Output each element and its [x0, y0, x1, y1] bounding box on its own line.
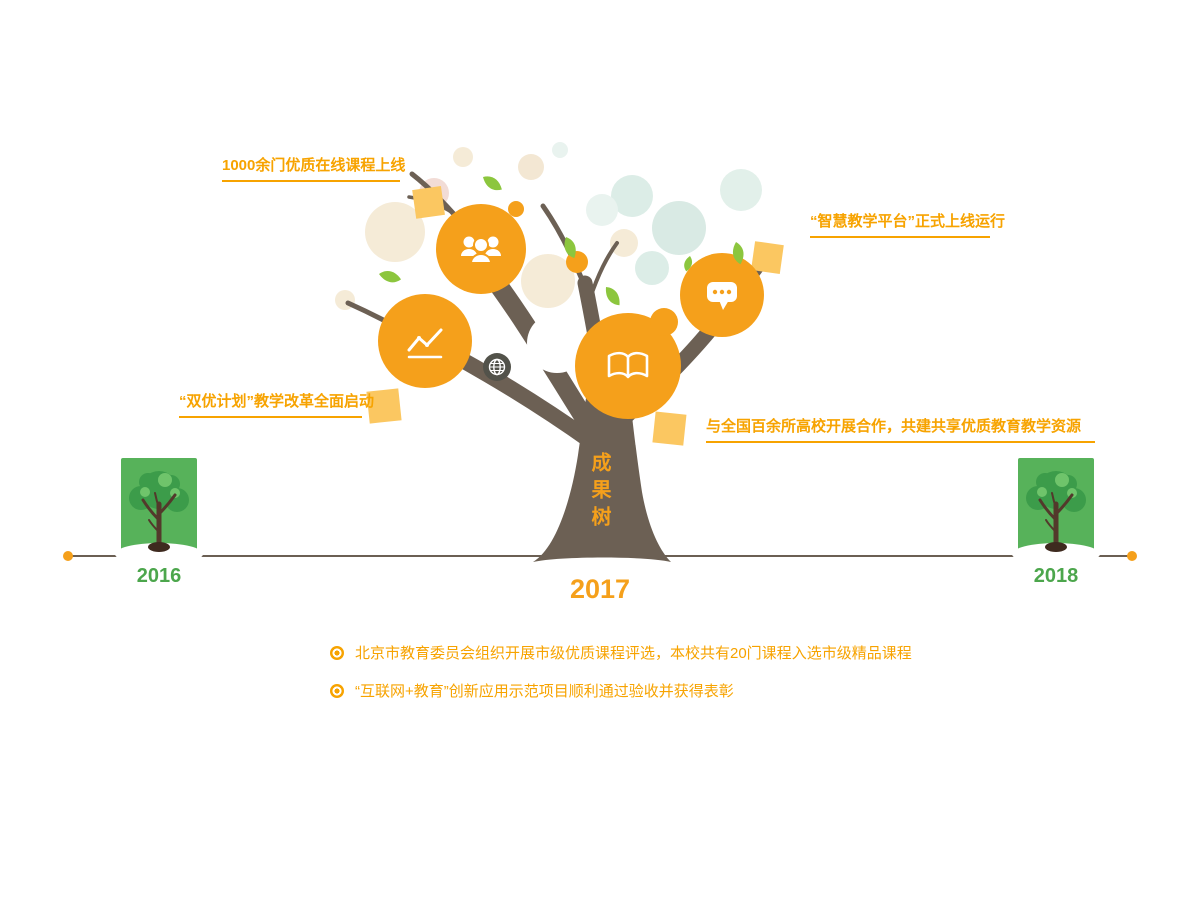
mini-tree-2018 — [1012, 458, 1100, 565]
leaves — [379, 176, 744, 306]
small-orange-circle — [508, 201, 524, 217]
leaf-icon — [564, 237, 576, 259]
bubble — [720, 169, 762, 211]
globe-icon — [488, 358, 506, 376]
bullet-list: 北京市教育委员会组织开展市级优质课程评选，本校共有20门课程入选市级精品课程 “… — [330, 642, 912, 718]
timeline-dot-right-icon — [1127, 551, 1137, 561]
chat-icon — [707, 282, 737, 310]
label-top-left-text: 1000余门优质在线课程上线 — [222, 157, 406, 174]
label-mid-right: 与全国百余所高校开展合作，共建共享优质教育教学资源 — [706, 418, 1095, 443]
bullet-text: 北京市教育委员会组织开展市级优质课程评选，本校共有20门课程入选市级精品课程 — [355, 645, 912, 662]
small-orange-circle — [650, 308, 678, 336]
note-squares — [366, 186, 784, 446]
leaf-icon — [379, 271, 402, 283]
note-square — [366, 388, 402, 424]
target-dot-icon — [330, 683, 344, 698]
bullet-item: 北京市教育委员会组织开展市级优质课程评选，本校共有20门课程入选市级精品课程 — [330, 642, 912, 663]
timeline-dot-left-icon — [63, 551, 73, 561]
bubble — [365, 202, 425, 262]
leaf-icon — [732, 242, 744, 265]
bubble — [611, 175, 653, 217]
people-icon — [461, 236, 501, 264]
bubble — [453, 147, 473, 167]
label-mid-right-text: 与全国百余所高校开展合作，共建共享优质教育教学资源 — [706, 418, 1082, 435]
leaf-icon — [684, 256, 693, 272]
target-dot-icon — [330, 645, 344, 660]
note-square — [751, 241, 784, 274]
note-square — [412, 186, 445, 219]
year-2016: 2016 — [136, 565, 182, 587]
label-top-left: 1000余门优质在线课程上线 — [222, 157, 405, 182]
label-top-right-text: “智慧教学平台”正式上线运行 — [810, 213, 1006, 230]
book-icon — [607, 351, 649, 379]
achievement-circles — [378, 201, 764, 419]
bubble — [635, 251, 669, 285]
leaf-icon — [605, 287, 620, 306]
bubble — [527, 313, 587, 373]
note-square — [652, 411, 687, 446]
line-chart-icon — [407, 328, 443, 359]
label-mid-left: “双优计划”教学改革全面启动 — [179, 393, 374, 418]
tree-title: 成果树 — [588, 452, 610, 533]
bubble — [521, 254, 575, 308]
bubble — [518, 154, 544, 180]
chart-circle — [378, 294, 472, 388]
mini-tree-2016 — [115, 458, 203, 565]
bubble — [610, 229, 638, 257]
bullet-text: “互联网+教育”创新应用示范项目顺利通过验收并获得表彰 — [355, 683, 734, 700]
leaf-icon — [483, 176, 502, 191]
label-top-right: “智慧教学平台”正式上线运行 — [810, 213, 1005, 238]
year-2017: 2017 — [569, 574, 631, 604]
bubble — [552, 142, 568, 158]
bullet-item: “互联网+教育”创新应用示范项目顺利通过验收并获得表彰 — [330, 680, 912, 701]
year-2018: 2018 — [1033, 565, 1079, 587]
bubble — [586, 194, 618, 226]
decorative-bubbles-back — [335, 142, 762, 310]
label-mid-left-text: “双优计划”教学改革全面启动 — [179, 393, 375, 410]
bubble — [652, 201, 706, 255]
